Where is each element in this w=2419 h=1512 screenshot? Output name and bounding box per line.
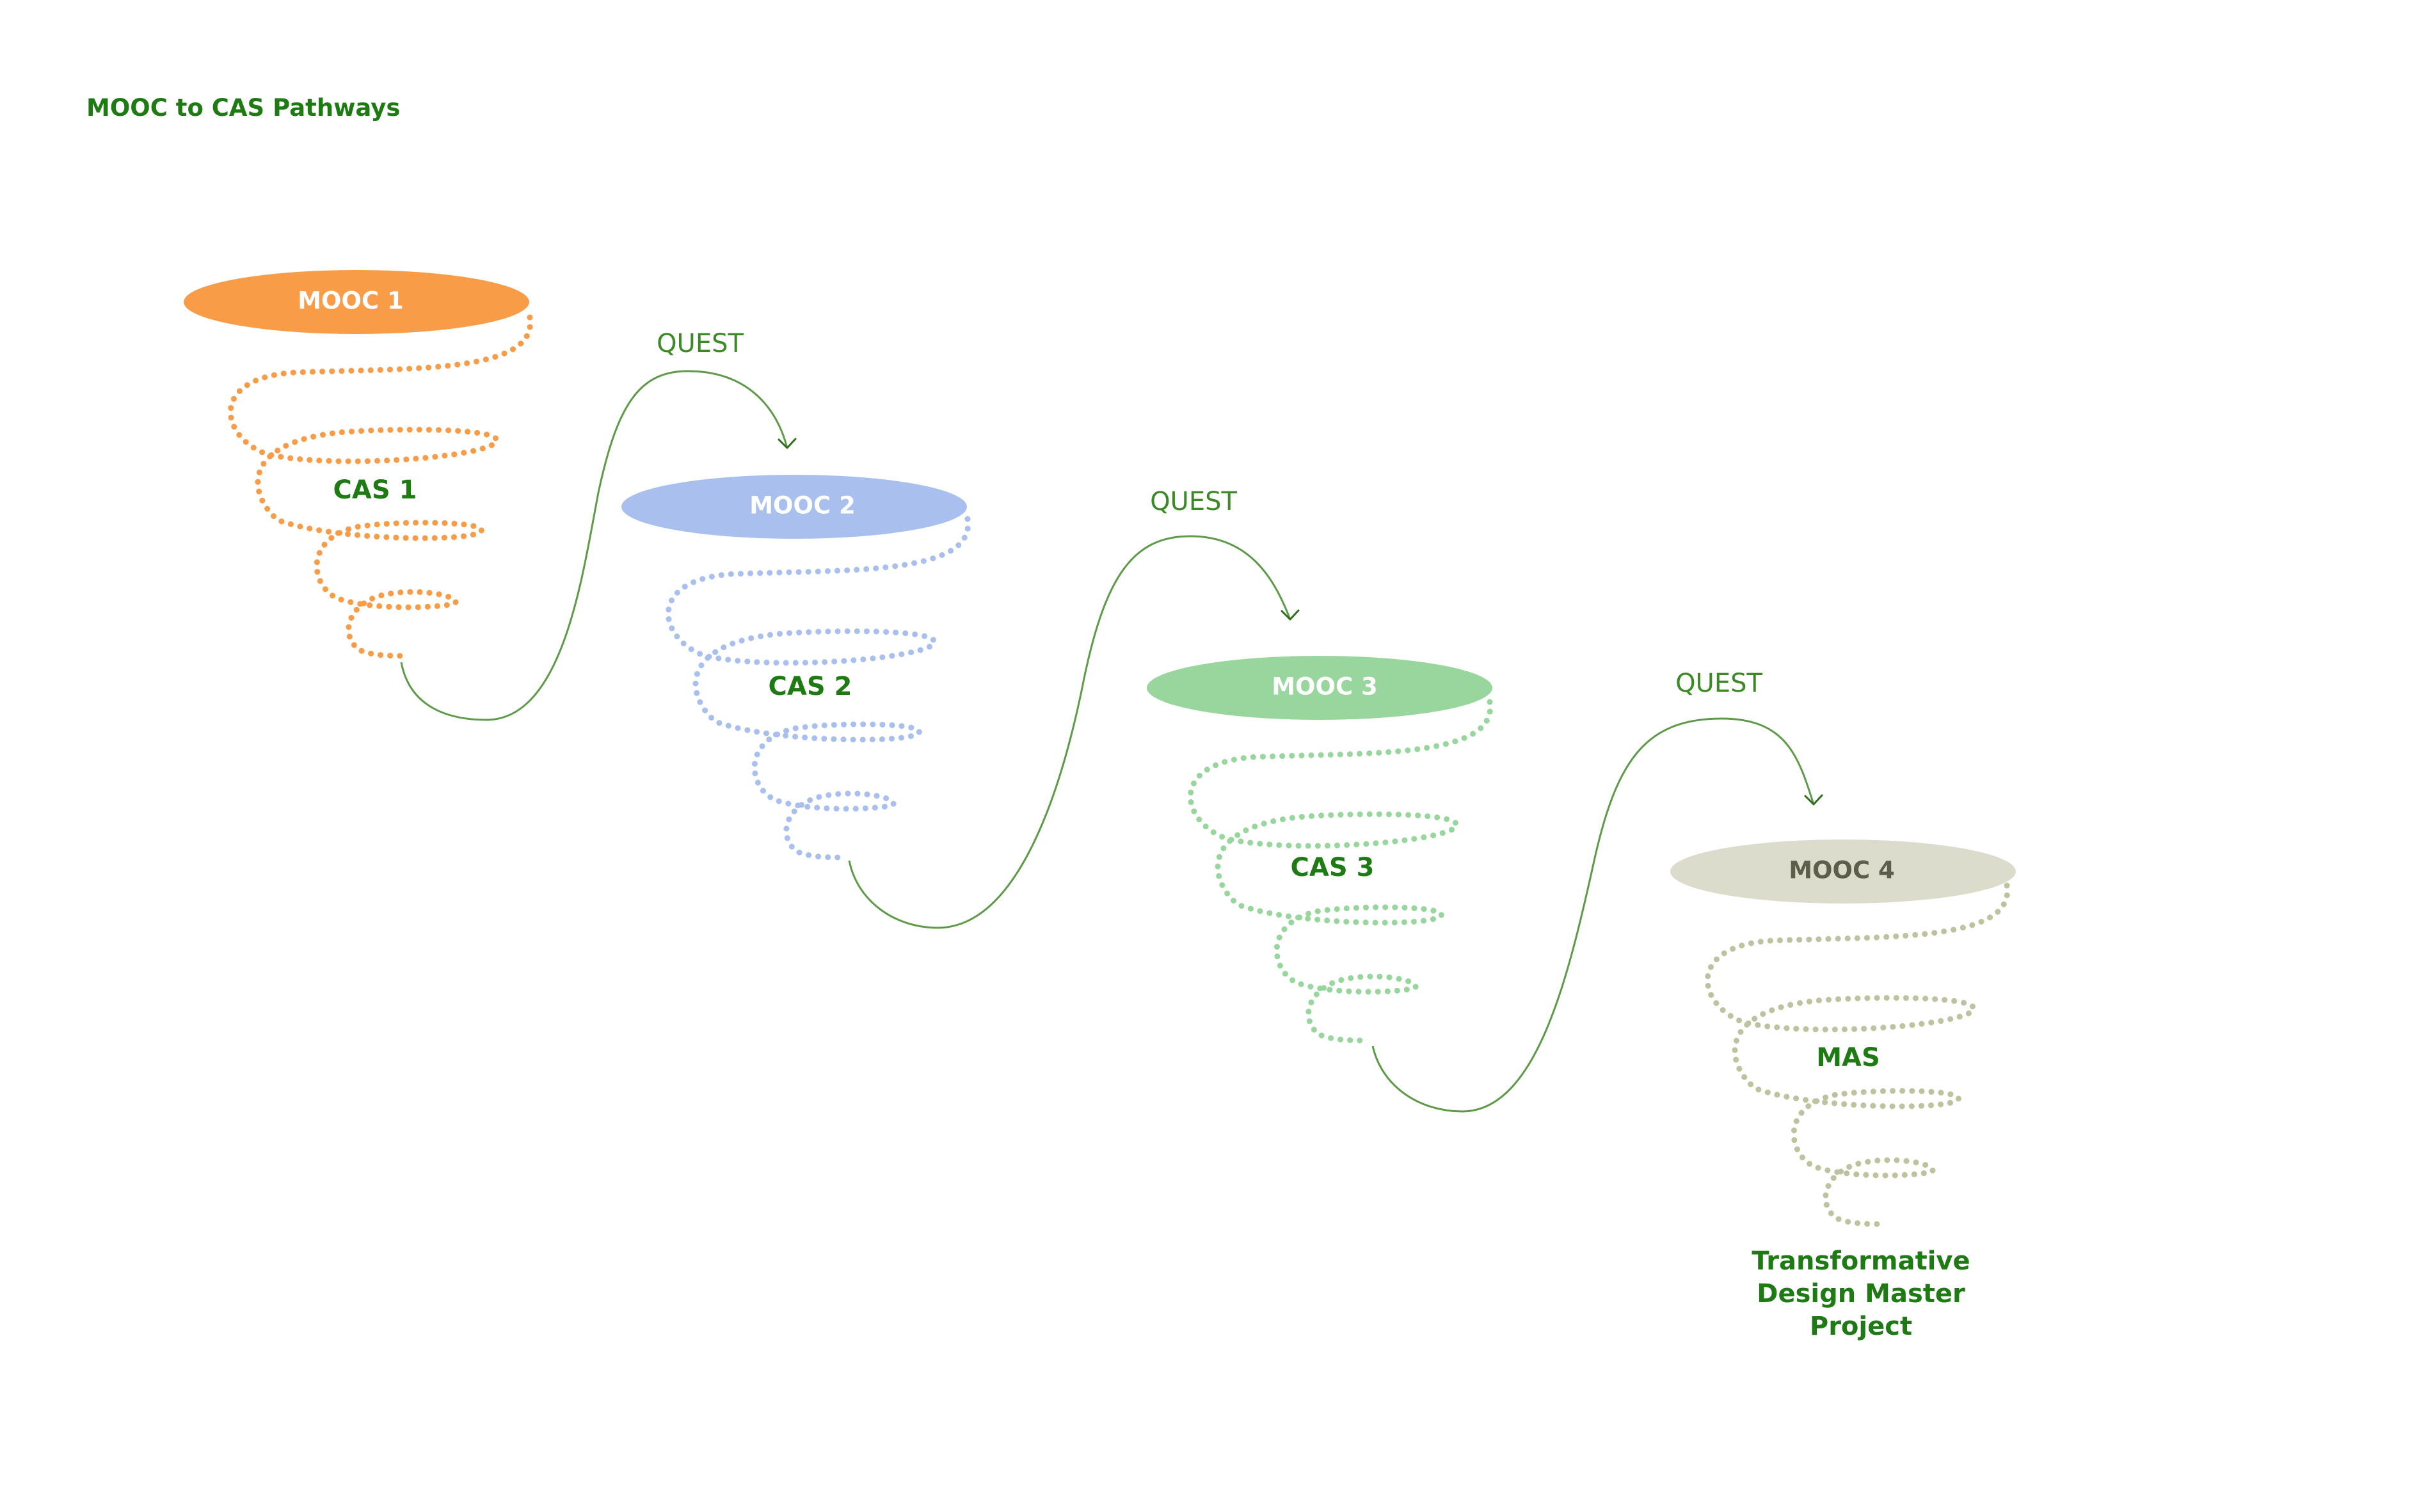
quest-3-label: QUEST bbox=[1675, 669, 1762, 698]
stage-3: MOOC 3 CAS 3 bbox=[1147, 656, 1494, 1044]
quest-1-label: QUEST bbox=[657, 329, 744, 358]
page-title: MOOC to CAS Pathways bbox=[86, 94, 400, 122]
quest-connector-1: QUEST bbox=[400, 329, 797, 721]
stage-2: MOOC 2 CAS 2 bbox=[621, 475, 971, 861]
mooc-3-label: MOOC 3 bbox=[1272, 673, 1378, 701]
quest-3-curve bbox=[1371, 717, 1815, 1113]
mooc-2-label: MOOC 2 bbox=[749, 492, 856, 520]
quest-2-label: QUEST bbox=[1150, 487, 1237, 516]
quest-2-arrowhead bbox=[1281, 609, 1300, 621]
stage-1: MOOC 1 CAS 1 bbox=[184, 270, 534, 659]
final-project-line-1: Transformative bbox=[1752, 1246, 1970, 1276]
cas-3-label: CAS 3 bbox=[1291, 853, 1375, 882]
quest-3-arrowhead bbox=[1804, 794, 1823, 806]
mooc-2-pill bbox=[621, 475, 967, 539]
cas-1-label: CAS 1 bbox=[333, 475, 417, 505]
stage-4: MOOC 4 MAS bbox=[1670, 840, 2016, 1227]
mooc-4-pill bbox=[1670, 840, 2016, 903]
mas-label: MAS bbox=[1816, 1043, 1880, 1072]
final-project-line-3: Project bbox=[1810, 1312, 1912, 1341]
quest-1-arrowhead bbox=[778, 438, 797, 449]
mooc-3-pill bbox=[1147, 656, 1492, 720]
mooc-1-label: MOOC 1 bbox=[298, 287, 404, 315]
quest-connector-3: QUEST bbox=[1371, 669, 1823, 1113]
quest-2-curve bbox=[848, 535, 1291, 929]
mooc-1-pill bbox=[184, 270, 529, 334]
final-project-label: Transformative Design Master Project bbox=[1752, 1246, 1970, 1341]
quest-1-curve bbox=[400, 370, 788, 721]
final-project-line-2: Design Master bbox=[1757, 1279, 1965, 1309]
quest-connector-2: QUEST bbox=[848, 487, 1300, 929]
mooc-4-label: MOOC 4 bbox=[1789, 857, 1895, 884]
cas-2-label: CAS 2 bbox=[769, 672, 852, 701]
